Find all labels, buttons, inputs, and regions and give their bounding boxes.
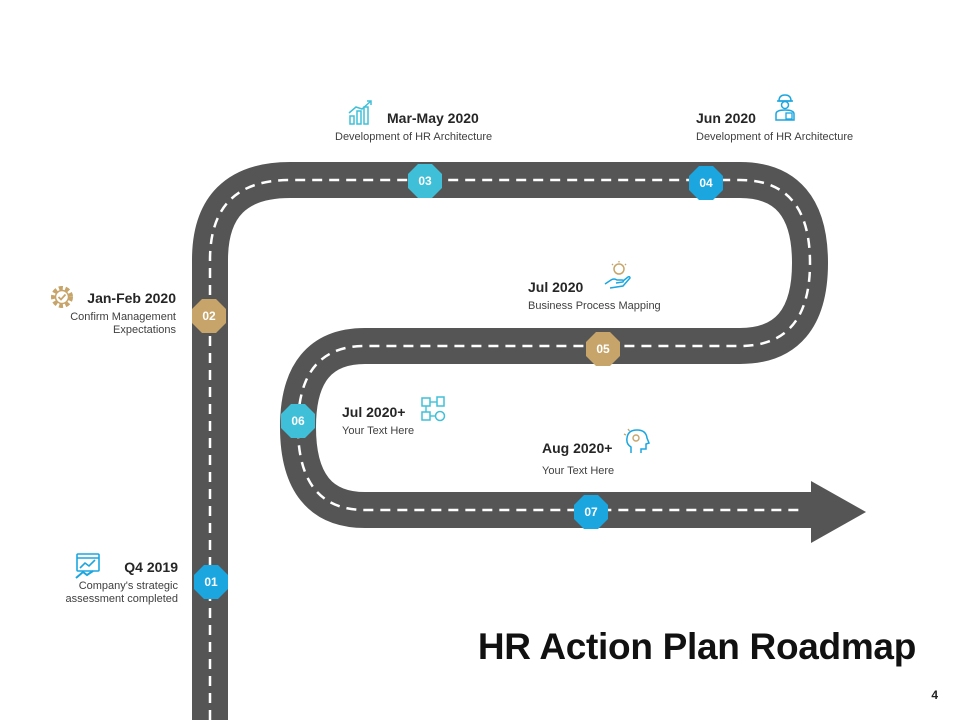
analytics-icon <box>75 553 100 579</box>
milestone-06-label: Jul 2020+ Your Text Here <box>342 404 542 438</box>
gear-check-icon <box>51 286 73 308</box>
milestone-05-label: Jul 2020 Business Process Mapping <box>528 279 728 313</box>
milestone-badge-01: 01 <box>194 565 228 599</box>
page-number: 4 <box>931 688 938 702</box>
milestone-02-label: Jan-Feb 2020 Confirm Management Expectat… <box>16 290 176 337</box>
badge-number: 07 <box>584 505 598 519</box>
milestone-badge-05: 05 <box>586 332 620 366</box>
milestone-description: Your Text Here <box>542 465 615 477</box>
badge-number: 05 <box>596 342 610 356</box>
milestone-badge-03: 03 <box>408 164 442 198</box>
milestone-period: Jun 2020 <box>696 110 756 126</box>
milestone-badge-04: 04 <box>689 166 723 200</box>
milestone-description: Development of HR Architecture <box>335 131 493 143</box>
road-arrowhead <box>811 481 866 543</box>
milestone-period: Jul 2020 <box>528 279 584 295</box>
milestone-period: Mar-May 2020 <box>387 110 479 126</box>
hand-idea-icon <box>604 261 631 289</box>
badge-number: 03 <box>418 174 432 188</box>
milestone-description: Business Process Mapping <box>528 300 661 312</box>
milestone-04-label: Jun 2020 Development of HR Architecture <box>696 110 896 144</box>
milestone-03-label: Mar-May 2020 Development of HR Architect… <box>335 110 535 144</box>
road-center-line <box>208 178 812 720</box>
milestone-period: Aug 2020+ <box>542 440 613 456</box>
badge-number: 01 <box>204 575 218 589</box>
badge-number: 04 <box>699 176 713 190</box>
milestone-description: Confirm Management Expectations <box>70 311 176 336</box>
milestone-badge-06: 06 <box>281 404 315 438</box>
page-title: HR Action Plan Roadmap <box>477 626 916 667</box>
head-idea-icon <box>623 428 650 453</box>
milestone-07-label: Aug 2020+ Your Text Here <box>542 440 742 478</box>
milestone-period: Jul 2020+ <box>342 404 406 420</box>
worker-icon <box>775 94 795 121</box>
milestone-badge-02: 02 <box>192 299 226 333</box>
milestone-period: Q4 2019 <box>124 559 178 575</box>
milestone-description: Your Text Here <box>342 425 415 437</box>
milestone-badge-07: 07 <box>574 495 608 529</box>
badge-number: 02 <box>202 309 216 323</box>
milestone-description: Development of HR Architecture <box>696 131 854 143</box>
process-icon <box>421 396 446 422</box>
milestone-01-label: Q4 2019 Company's strategic assessment c… <box>18 559 179 606</box>
badge-number: 06 <box>291 414 305 428</box>
milestone-period: Jan-Feb 2020 <box>87 290 176 306</box>
bar-chart-icon <box>348 100 372 125</box>
milestone-description: Company's strategic assessment completed <box>65 580 179 605</box>
